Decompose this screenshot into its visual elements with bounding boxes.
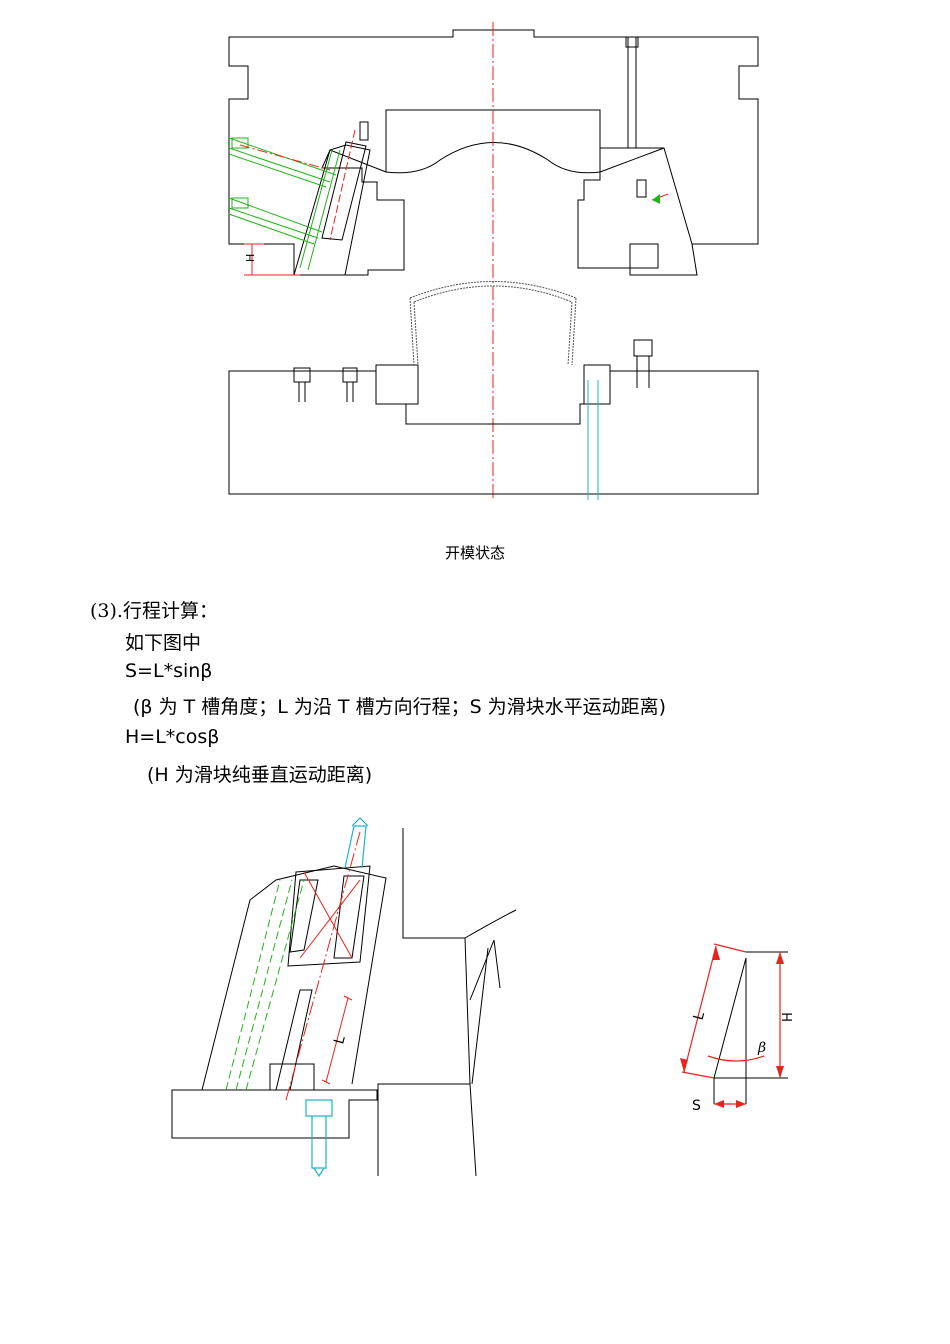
intro-text: 如下图中	[125, 632, 202, 654]
formula-s: S=L*sinβ	[125, 660, 213, 682]
slider-detail-drawing: L L H β S	[171, 817, 796, 1178]
figure-caption-open-state: 开模状态	[444, 544, 505, 562]
section-heading: (3).行程计算：	[90, 600, 218, 622]
triangle-label-l: L	[691, 1010, 709, 1022]
mold-open-state-drawing: H	[228, 22, 759, 500]
note-h: (H 为滑块纯垂直运动距离)	[147, 764, 373, 786]
detail-label-l: L	[331, 1034, 349, 1046]
height-label-h: H	[244, 254, 257, 262]
triangle-label-beta: β	[757, 1040, 766, 1056]
formula-h: H=L*cosβ	[125, 726, 220, 748]
triangle-label-s: S	[692, 1098, 701, 1114]
note-s: (β 为 T 槽角度；L 为沿 T 槽方向行程；S 为滑块水平运动距离)	[133, 696, 667, 718]
triangle-label-h: H	[781, 1012, 796, 1022]
